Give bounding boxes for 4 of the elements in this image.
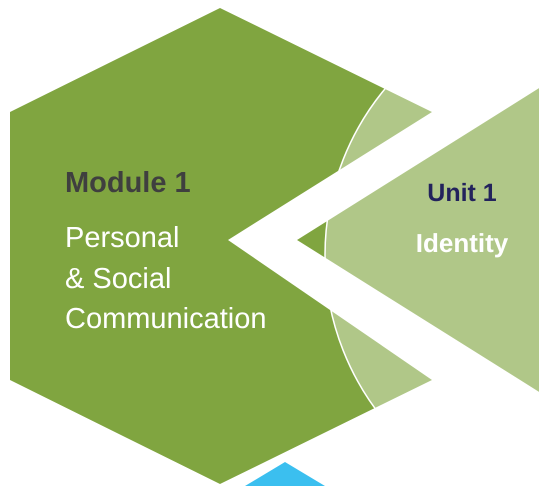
unit-heading: Unit 1	[426, 178, 498, 208]
module-heading: Module 1	[65, 166, 192, 201]
unit-title: Identity	[414, 228, 510, 260]
module-title: Personal & Social Communication	[65, 221, 268, 338]
